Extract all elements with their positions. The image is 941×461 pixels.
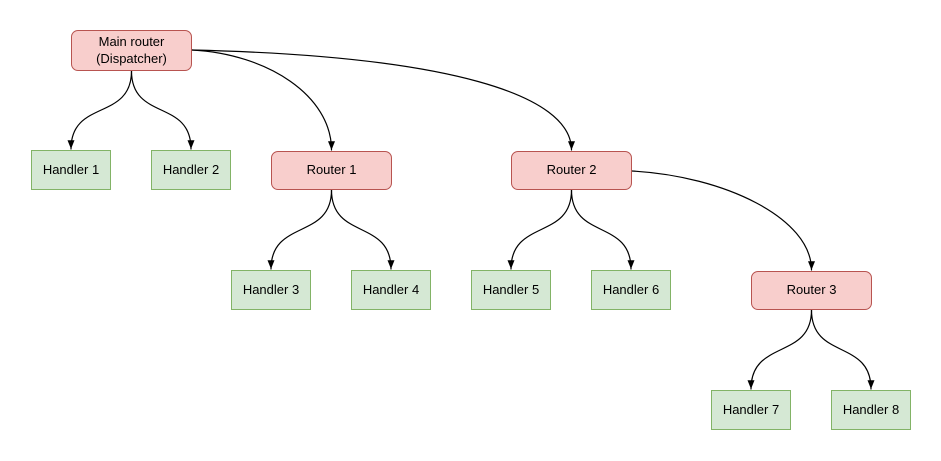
node-label: Handler 8 (842, 401, 900, 417)
node-router-3: Router 3 (751, 271, 872, 310)
edge-router-1-to-handler-3 (267, 189, 333, 270)
node-label: Handler 5 (482, 281, 540, 297)
edge-main-router-to-router-1 (191, 49, 335, 151)
edge-router-3-to-handler-7 (747, 309, 813, 390)
node-label: Router 3 (786, 282, 837, 298)
node-label: Handler 3 (242, 281, 300, 297)
node-router-2: Router 2 (511, 151, 632, 190)
edge-router-3-to-handler-8 (810, 309, 875, 390)
edge-main-router-to-handler-2 (130, 70, 195, 150)
node-label: Router 1 (306, 162, 357, 178)
node-label: Handler 2 (162, 161, 220, 177)
node-handler-5: Handler 5 (471, 270, 551, 310)
node-handler-8: Handler 8 (831, 390, 911, 430)
node-handler-3: Handler 3 (231, 270, 311, 310)
edge-main-router-to-router-2 (191, 49, 575, 151)
node-main-router: Main router (Dispatcher) (71, 30, 192, 71)
node-handler-4: Handler 4 (351, 270, 431, 310)
node-handler-6: Handler 6 (591, 270, 671, 310)
node-handler-2: Handler 2 (151, 150, 231, 190)
node-handler-7: Handler 7 (711, 390, 791, 430)
edge-router-1-to-handler-4 (330, 189, 395, 270)
edge-router-2-to-handler-5 (507, 189, 573, 270)
node-label: Router 2 (546, 162, 597, 178)
node-label: Main router (Dispatcher) (96, 34, 167, 66)
node-label: Handler 6 (602, 281, 660, 297)
node-label: Handler 4 (362, 281, 420, 297)
edge-router-2-to-router-3 (631, 170, 815, 271)
edge-router-2-to-handler-6 (570, 189, 635, 270)
edge-main-router-to-handler-1 (67, 70, 133, 150)
node-router-1: Router 1 (271, 151, 392, 190)
node-label: Handler 1 (42, 161, 100, 177)
node-label: Handler 7 (722, 401, 780, 417)
node-handler-1: Handler 1 (31, 150, 111, 190)
